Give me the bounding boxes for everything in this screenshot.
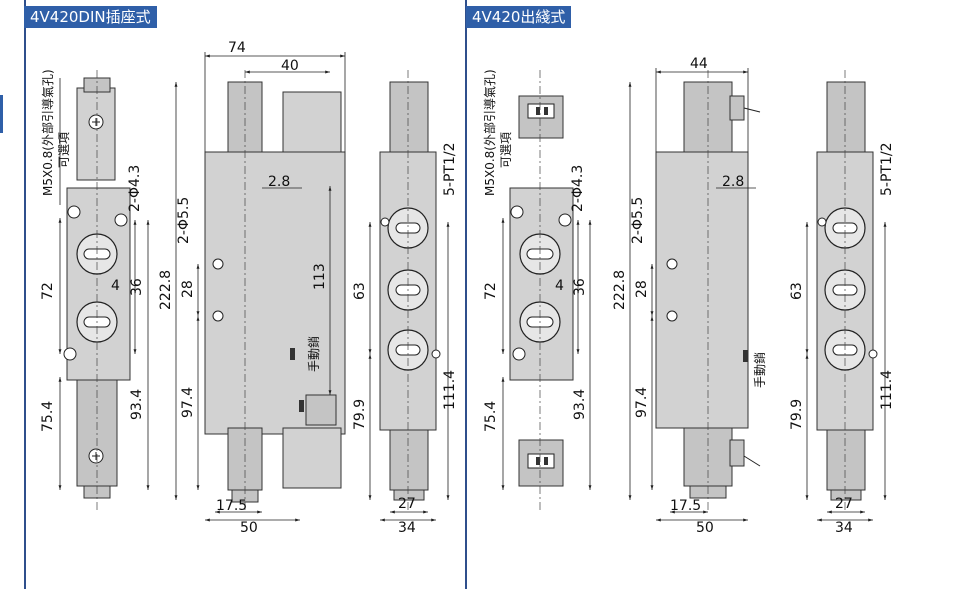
dim-40-left: 40 xyxy=(281,58,299,74)
dim-113: 113 xyxy=(312,263,328,290)
right-panel-border xyxy=(465,0,909,589)
dim-72-right: 72 xyxy=(483,282,499,300)
din-port-view xyxy=(368,70,450,522)
dim-50-left: 50 xyxy=(240,520,258,536)
dim-phi5-5-right: 2-Φ5.5 xyxy=(630,197,646,244)
dim-79-9-right: 79.9 xyxy=(789,399,805,430)
dim-36-right: 36 xyxy=(572,278,588,296)
dim-27-right: 27 xyxy=(835,496,853,512)
din-top-connector xyxy=(76,87,116,181)
wire-side-view xyxy=(628,68,761,522)
dim-111-4-left: 111.4 xyxy=(442,370,458,410)
label-manual-right: 手動銷 xyxy=(752,352,767,388)
dim-phi4-3-right: 2-Φ4.3 xyxy=(570,165,586,212)
dim-36-left: 36 xyxy=(129,278,145,296)
din-side-view xyxy=(174,52,346,522)
dim-44: 44 xyxy=(690,56,708,72)
dim-75-4-right: 75.4 xyxy=(483,401,499,432)
label-port-thread-right: 5-PT1/2 xyxy=(879,143,895,196)
dim-222-8-right: 222.8 xyxy=(612,270,628,310)
dim-27-left: 27 xyxy=(398,496,416,512)
dim-28-right: 28 xyxy=(634,280,650,298)
dim-63-left: 63 xyxy=(352,282,368,300)
label-optional: 可選項 xyxy=(57,132,71,168)
dim-72-left: 72 xyxy=(40,282,56,300)
dim-34-left: 34 xyxy=(398,520,416,536)
dim-17-5-left: 17.5 xyxy=(216,498,247,514)
left-blue-edge xyxy=(0,95,3,133)
dim-34-right: 34 xyxy=(835,520,853,536)
dim-4-left: 4 xyxy=(111,278,120,294)
label-optional-right: 可選項 xyxy=(499,132,513,168)
wire-port-view xyxy=(805,70,887,522)
side-valve-body xyxy=(204,151,346,435)
wire-front-view xyxy=(501,70,592,510)
label-m5: M5X0.8(外部引導氣孔) xyxy=(40,69,55,196)
label-m5-right: M5X0.8(外部引導氣孔) xyxy=(482,69,497,196)
dim-phi4-3-left: 2-Φ4.3 xyxy=(127,165,143,212)
dim-28-left: 28 xyxy=(180,280,196,298)
dim-93-4-right: 93.4 xyxy=(572,389,588,420)
dim-222-8-left: 222.8 xyxy=(158,270,174,310)
dim-phi5-5-left: 2-Φ5.5 xyxy=(176,197,192,244)
panel-title-wire: 4V420出綫式 xyxy=(466,6,572,28)
dim-93-4-left: 93.4 xyxy=(129,389,145,420)
dim-111-4-right: 111.4 xyxy=(879,370,895,410)
dim-2-8-left: 2.8 xyxy=(268,174,290,190)
dim-4-right: 4 xyxy=(555,278,564,294)
wire-side-body xyxy=(655,151,749,429)
dim-50-right: 50 xyxy=(696,520,714,536)
left-panel-border xyxy=(24,0,468,589)
label-port-thread-left: 5-PT1/2 xyxy=(442,143,458,196)
dim-75-4-left: 75.4 xyxy=(40,401,56,432)
dim-79-9-left: 79.9 xyxy=(352,399,368,430)
din-front-view xyxy=(58,70,150,510)
dim-17-5-right: 17.5 xyxy=(670,498,701,514)
dim-97-4-left: 97.4 xyxy=(180,387,196,418)
panel-title-din: 4V420DIN插座式 xyxy=(24,6,157,28)
dim-97-4-right: 97.4 xyxy=(634,387,650,418)
dim-74-left: 74 xyxy=(228,40,246,56)
label-manual-left: 手動銷 xyxy=(306,336,321,372)
dim-63-right: 63 xyxy=(789,282,805,300)
dim-2-8-right: 2.8 xyxy=(722,174,744,190)
